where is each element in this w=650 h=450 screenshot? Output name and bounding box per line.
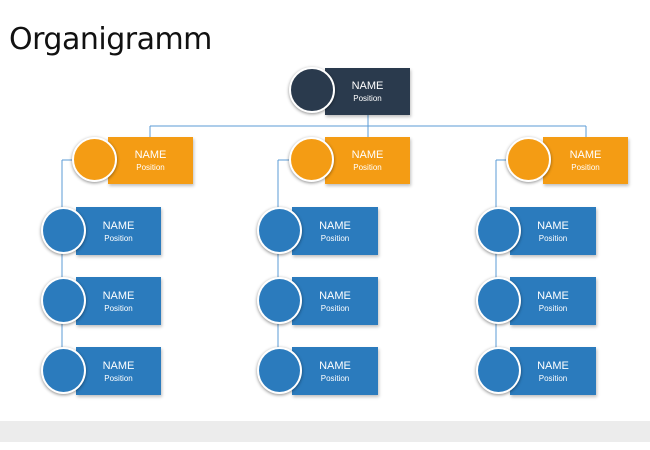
member-node-name: NAME bbox=[102, 219, 135, 232]
member-node-box: NAME Position bbox=[292, 277, 378, 325]
top-node-box: NAME Position bbox=[325, 68, 410, 115]
member-node-box: NAME Position bbox=[292, 207, 378, 255]
member-node-box: NAME Position bbox=[76, 347, 161, 395]
head-node-position: Position bbox=[136, 163, 165, 172]
member-node-name: NAME bbox=[537, 219, 569, 232]
member-node-name: NAME bbox=[537, 289, 569, 302]
member-node-avatar bbox=[476, 277, 521, 324]
head-node-avatar bbox=[506, 137, 551, 182]
footer-bar bbox=[0, 421, 650, 442]
member-node-position: Position bbox=[320, 303, 350, 313]
member-node-box: NAME Position bbox=[510, 277, 596, 325]
head-node-name: NAME bbox=[134, 149, 167, 161]
head-node-name: NAME bbox=[351, 149, 384, 161]
member-node-name: NAME bbox=[102, 289, 135, 302]
member-node-position: Position bbox=[104, 373, 133, 383]
member-node-avatar bbox=[257, 277, 302, 324]
member-node-position: Position bbox=[538, 233, 568, 243]
member-node-box: NAME Position bbox=[76, 277, 161, 325]
head-node-avatar bbox=[289, 137, 334, 182]
member-node-avatar bbox=[257, 207, 302, 254]
member-node-name: NAME bbox=[319, 359, 351, 372]
member-node-name: NAME bbox=[102, 359, 135, 372]
member-node-avatar bbox=[257, 347, 302, 394]
head-node-position: Position bbox=[571, 163, 600, 172]
member-node-avatar bbox=[41, 347, 86, 394]
connector-lines bbox=[61, 115, 587, 372]
member-node-position: Position bbox=[538, 303, 568, 313]
slide-title: Organigramm bbox=[9, 22, 212, 57]
member-node-box: NAME Position bbox=[510, 347, 596, 395]
head-node-position: Position bbox=[353, 163, 382, 172]
top-node-name: NAME bbox=[351, 80, 384, 92]
slide: Organigramm NAME Position NAME Position … bbox=[9, 22, 628, 395]
head-node-name: NAME bbox=[569, 149, 602, 161]
member-node-position: Position bbox=[104, 303, 133, 313]
head-node-box: NAME Position bbox=[325, 137, 410, 184]
member-node-avatar bbox=[476, 207, 521, 254]
top-node-position: Position bbox=[353, 94, 382, 103]
member-node-box: NAME Position bbox=[292, 347, 378, 395]
member-node-position: Position bbox=[320, 373, 350, 383]
member-node-name: NAME bbox=[319, 219, 351, 232]
member-node-position: Position bbox=[320, 233, 350, 243]
member-node-avatar bbox=[41, 207, 86, 254]
top-node-avatar bbox=[289, 67, 335, 113]
head-node-avatar bbox=[72, 137, 117, 182]
member-node-name: NAME bbox=[319, 289, 351, 302]
head-node-box: NAME Position bbox=[108, 137, 193, 184]
member-node-box: NAME Position bbox=[76, 207, 161, 255]
member-node-position: Position bbox=[538, 373, 568, 383]
member-node-name: NAME bbox=[537, 359, 569, 372]
member-node-avatar bbox=[41, 277, 86, 324]
member-node-box: NAME Position bbox=[510, 207, 596, 255]
member-node-avatar bbox=[476, 347, 521, 394]
head-node-box: NAME Position bbox=[543, 137, 628, 184]
member-node-position: Position bbox=[104, 233, 133, 243]
